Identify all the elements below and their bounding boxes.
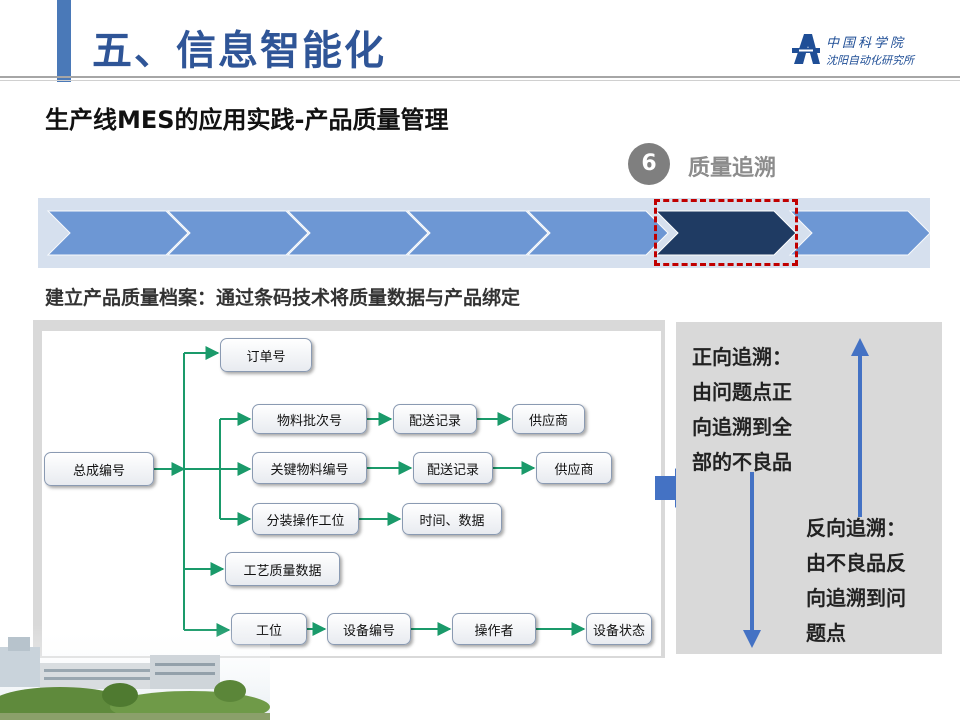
logo-line-1: 中国科学院	[826, 36, 907, 51]
tree-node-delivery-1: 配送记录	[393, 404, 477, 434]
diagram-caption: 建立产品质量档案：通过条码技术将质量数据与产品绑定	[45, 287, 521, 309]
tree-node-delivery-2: 配送记录	[413, 452, 493, 484]
step-number-badge: 6	[628, 143, 670, 185]
backward-trace-line: 由不良品反	[806, 551, 906, 575]
process-chevron	[526, 210, 669, 256]
tree-node-material-batch: 物料批次号	[252, 404, 367, 434]
forward-trace-text: 正向追溯： 由问题点正 向追溯到全 部的不良品	[692, 340, 792, 480]
arrow-up-icon	[851, 338, 869, 517]
tree-node-supplier-1: 供应商	[512, 404, 585, 434]
backward-trace-line: 向追溯到问	[806, 586, 906, 610]
institute-emblem-icon	[792, 34, 820, 64]
tree-node-assembly-station: 分装操作工位	[252, 503, 359, 535]
backward-trace-text: 反向追溯： 由不良品反 向追溯到问 题点	[806, 511, 906, 651]
trace-direction-panel	[676, 322, 942, 654]
tree-node-key-material: 关键物料编号	[252, 452, 367, 484]
arrow-down-icon	[743, 472, 761, 648]
current-step-highlight	[654, 199, 798, 266]
process-chevron	[788, 210, 930, 256]
tree-node-process-quality: 工艺质量数据	[225, 552, 340, 586]
forward-trace-line: 由问题点正	[692, 380, 792, 404]
campus-photo	[0, 625, 270, 720]
institute-logo: 中国科学院 沈阳自动化研究所	[790, 30, 920, 70]
slide-title: 五、信息智能化	[92, 28, 386, 74]
header-divider	[0, 76, 960, 78]
process-chevron	[406, 210, 549, 256]
backward-trace-line: 反向追溯：	[806, 516, 906, 540]
step-label: 质量追溯	[688, 156, 777, 181]
forward-trace-line: 正向追溯：	[692, 345, 792, 369]
process-chevron-active	[654, 210, 797, 256]
tree-node-root: 总成编号	[44, 452, 154, 486]
backward-trace-line: 题点	[806, 621, 846, 645]
forward-trace-line: 部的不良品	[692, 450, 792, 474]
tree-node-operator: 操作者	[452, 613, 536, 645]
tree-node-equipment-id: 设备编号	[327, 613, 411, 645]
process-chevron	[166, 210, 309, 256]
tree-node-time-data: 时间、数据	[402, 503, 502, 535]
section-subtitle: 生产线MES的应用实践-产品质量管理	[45, 106, 449, 134]
header-accent-bar	[57, 0, 71, 82]
tree-node-order: 订单号	[220, 338, 312, 372]
logo-line-2: 沈阳自动化研究所	[826, 54, 914, 67]
trace-direction-arrows	[743, 338, 869, 648]
forward-trace-line: 向追溯到全	[692, 415, 792, 439]
tree-node-equipment-status: 设备状态	[586, 613, 652, 645]
tree-node-supplier-2: 供应商	[536, 452, 612, 484]
process-chevrons	[46, 210, 930, 256]
process-chevron	[286, 210, 429, 256]
traceability-tree-canvas	[42, 331, 661, 656]
tree-connectors	[154, 346, 586, 637]
header-divider-thin	[0, 80, 960, 81]
process-chevron	[46, 210, 189, 256]
